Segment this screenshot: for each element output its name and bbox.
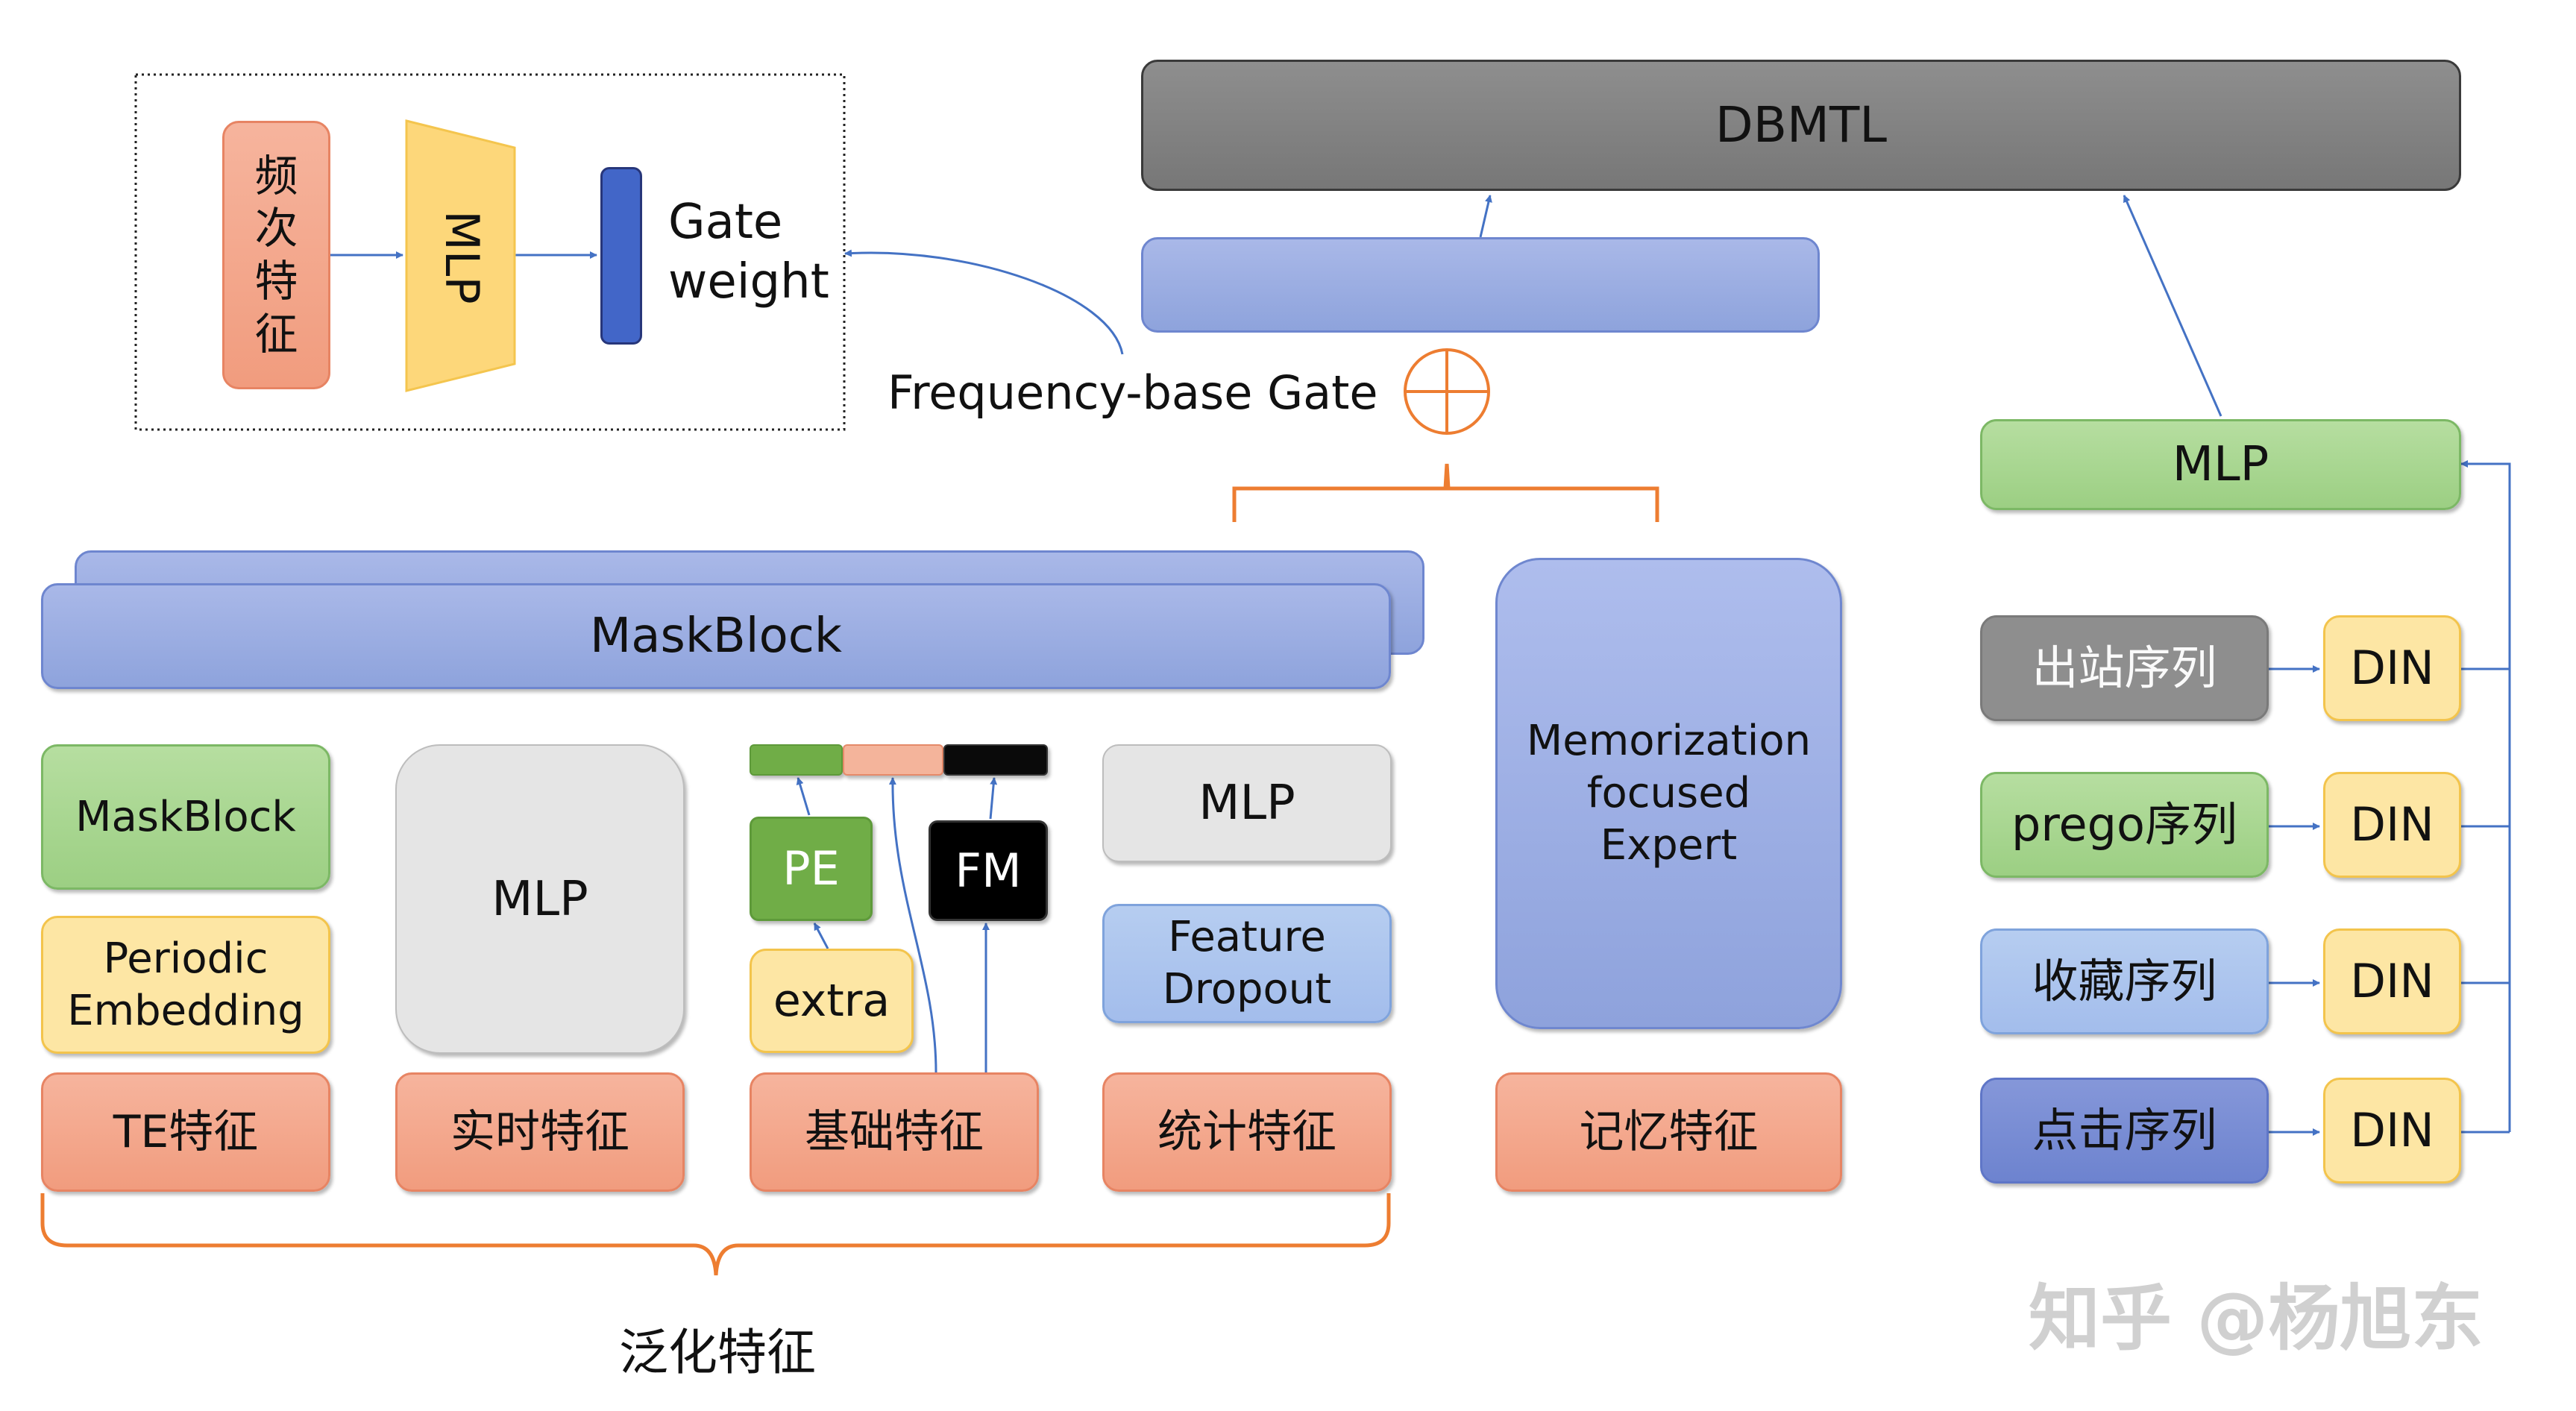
generalization-label: 泛化特征 <box>619 1324 816 1381</box>
arrow-extra-to-pe <box>813 923 829 949</box>
fm-box: FM <box>929 820 1048 921</box>
din-row-2-box: DIN <box>2323 772 2461 878</box>
din-row-1-box: DIN <box>2323 615 2461 721</box>
merge-plus-icon <box>1404 348 1490 435</box>
realtime-feature-box: 实时特征 <box>395 1072 685 1192</box>
memory-feature-box: 记忆特征 <box>1495 1072 1842 1192</box>
din-row-2-label: DIN <box>2350 797 2434 852</box>
te-feature-box: TE特征 <box>41 1072 330 1192</box>
din-row-4-box: DIN <box>2323 1078 2461 1184</box>
seq-row-3-label: 收藏序列 <box>2032 954 2217 1009</box>
periodic-embedding-label: Periodic Embedding <box>67 934 304 1035</box>
feature-dropout-label: Feature Dropout <box>1162 913 1332 1014</box>
maskblock-main-label: MaskBlock <box>590 609 842 664</box>
merge-bracket <box>1232 463 1659 522</box>
seq-row-1-box: 出站序列 <box>1980 615 2269 721</box>
fm-embedding-segment <box>943 744 1048 776</box>
raw-embedding-segment <box>843 744 943 776</box>
feature-dropout-box: Feature Dropout <box>1102 904 1392 1023</box>
extra-label: extra <box>773 974 890 1027</box>
arrow-mlp-to-dbmtl <box>2123 195 2222 417</box>
realtime-feature-label: 实时特征 <box>450 1105 629 1158</box>
seq-row-3-box: 收藏序列 <box>1980 928 2269 1034</box>
merged-representation-bar <box>1141 237 1820 333</box>
sequence-mlp-label: MLP <box>2172 437 2269 492</box>
memorization-expert-label: Memorization focused Expert <box>1526 717 1812 870</box>
seq-row-2-label: prego序列 <box>2011 797 2237 852</box>
extra-box: extra <box>750 949 914 1053</box>
dbmtl-label: DBMTL <box>1715 95 1888 154</box>
pe-box: PE <box>750 817 873 921</box>
din-row-4-label: DIN <box>2350 1103 2434 1158</box>
stat-feature-box: 统计特征 <box>1102 1072 1392 1192</box>
gate-caption: Frequency-base Gate <box>888 365 1378 420</box>
realtime-mlp-label: MLP <box>491 871 588 927</box>
stat-feature-label: 统计特征 <box>1157 1105 1336 1158</box>
sequence-mlp-box: MLP <box>1980 419 2461 510</box>
pe-label: PE <box>782 841 840 896</box>
periodic-embedding-box: Periodic Embedding <box>41 916 330 1054</box>
te-feature-label: TE特征 <box>113 1105 259 1158</box>
gate-weight-label: Gate weight <box>668 195 829 309</box>
bus-to-seq-mlp <box>2460 460 2511 1132</box>
frequency-feature-box: 频次特征 <box>222 121 330 389</box>
arrow-fm-to-embed <box>989 777 998 820</box>
pe-embedding-segment <box>750 744 843 776</box>
din-row-3-label: DIN <box>2350 954 2434 1009</box>
maskblock-main: MaskBlock <box>41 583 1391 689</box>
seq-row-4-label: 点击序列 <box>2032 1103 2217 1158</box>
gate-weight-vector <box>600 167 642 345</box>
din-row-3-box: DIN <box>2323 928 2461 1034</box>
arrow-bar-to-dbmtl <box>1479 195 1492 238</box>
watermark: 知乎 @杨旭东 <box>2029 1277 2484 1360</box>
te-maskblock-box: MaskBlock <box>41 744 330 890</box>
stat-mlp-label: MLP <box>1199 776 1295 831</box>
basic-feature-box: 基础特征 <box>750 1072 1039 1192</box>
memory-feature-label: 记忆特征 <box>1579 1105 1759 1158</box>
generalization-bracket <box>40 1193 1391 1276</box>
din-row-1-label: DIN <box>2350 641 2434 696</box>
seq-row-4-box: 点击序列 <box>1980 1078 2269 1184</box>
seq-row-2-box: prego序列 <box>1980 772 2269 878</box>
fm-label: FM <box>955 843 1022 898</box>
stat-mlp-box: MLP <box>1102 744 1392 862</box>
dbmtl-box: DBMTL <box>1141 60 2461 191</box>
realtime-mlp-box: MLP <box>395 744 685 1054</box>
gate-mlp-label: MLP <box>435 210 490 304</box>
memorization-expert-box: Memorization focused Expert <box>1495 558 1842 1029</box>
seq-row-1-label: 出站序列 <box>2032 641 2217 696</box>
frequency-feature-label: 频次特征 <box>254 150 298 359</box>
te-maskblock-label: MaskBlock <box>75 792 296 841</box>
arrow-gate-to-inset <box>844 249 1124 355</box>
basic-feature-label: 基础特征 <box>805 1105 984 1158</box>
arrow-pe-to-embed <box>796 777 811 816</box>
